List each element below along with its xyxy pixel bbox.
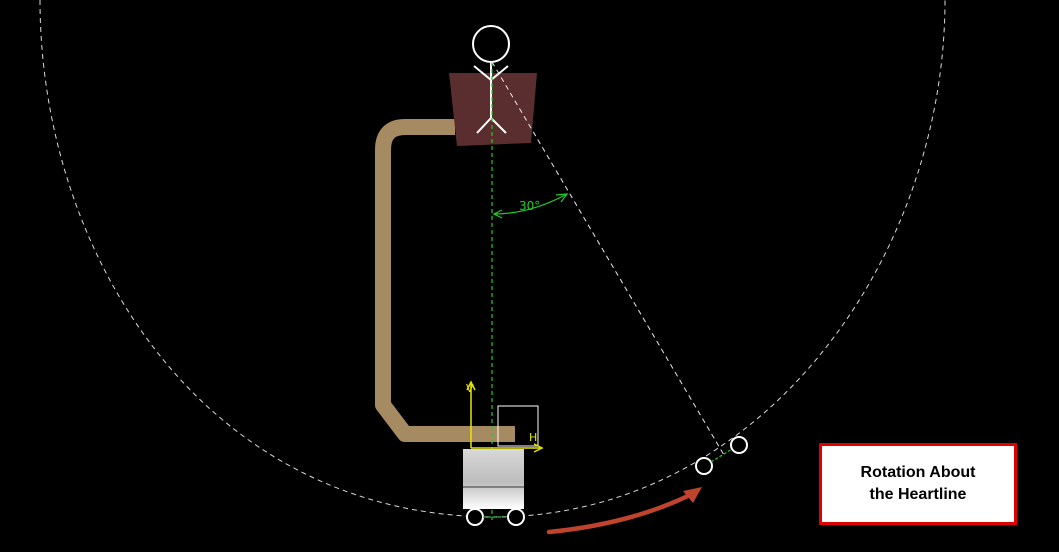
angle-arrowhead-left <box>492 209 503 219</box>
callout-box: Rotation About the Heartline <box>819 443 1017 525</box>
callout-line-1: Rotation About <box>860 464 976 481</box>
rotation-arrow <box>546 492 693 535</box>
rider-head <box>472 25 510 63</box>
wheel-right <box>507 508 525 526</box>
seat <box>449 73 537 146</box>
wheel-assembly <box>463 449 524 509</box>
reference-square <box>497 405 539 447</box>
callout-line-2: the Heartline <box>869 486 967 503</box>
axis-v-label: V <box>466 382 474 395</box>
axis-h-label: H <box>529 431 537 444</box>
rotated-wheel-right <box>730 436 748 454</box>
restraint-bar <box>375 119 515 442</box>
angle-arc <box>493 193 568 215</box>
rider-figure <box>473 62 509 134</box>
rotation-arrowhead <box>683 487 702 503</box>
axis-triad <box>466 380 544 453</box>
angle-label: 30° <box>519 199 540 213</box>
rotated-wheel-left <box>695 457 713 475</box>
rotated-line <box>491 61 725 456</box>
wheel-left <box>466 508 484 526</box>
angle-arrowhead-right <box>555 193 569 203</box>
